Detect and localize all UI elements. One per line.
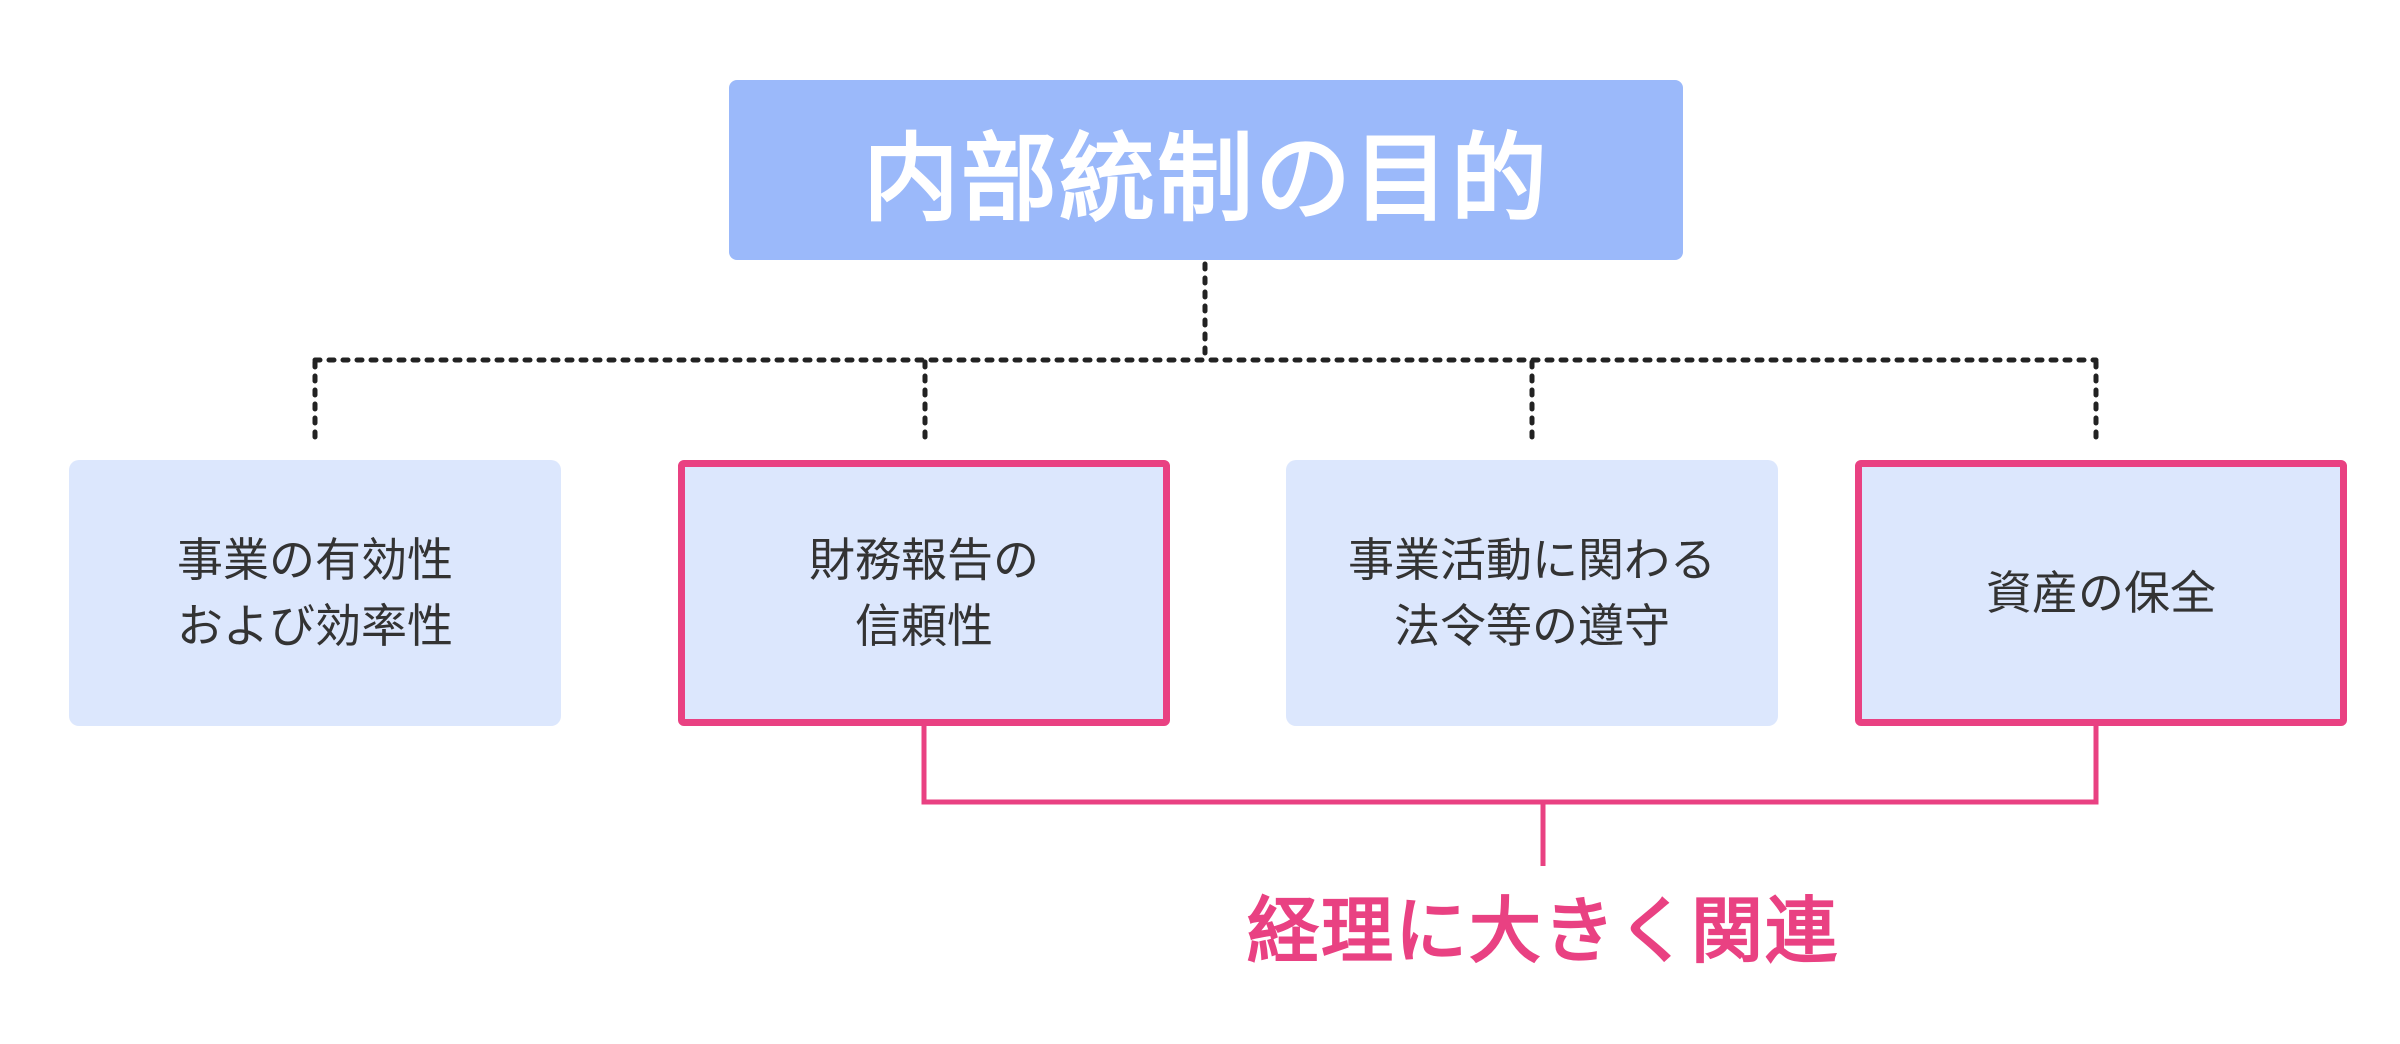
root-title-box: 内部統制の目的 <box>729 80 1683 260</box>
objective-box-efficiency: 事業の有効性 および効率性 <box>69 460 561 726</box>
root-title: 内部統制の目的 <box>863 122 1549 235</box>
objective-label: 事業の有効性 および効率性 <box>177 533 453 653</box>
accounting-relation-note: 経理に大きく関連 <box>1247 872 1947 977</box>
objective-box-asset-protection: 資産の保全 <box>1855 460 2347 726</box>
objective-box-compliance: 事業活動に関わる 法令等の遵守 <box>1286 460 1778 726</box>
objective-label: 財務報告の 信頼性 <box>809 533 1039 653</box>
highlight-bracket <box>921 726 2099 805</box>
objective-label: 事業活動に関わる 法令等の遵守 <box>1348 533 1716 653</box>
objective-box-financial-reporting: 財務報告の 信頼性 <box>678 460 1170 726</box>
note-text: 経理に大きく関連 <box>1247 889 1840 973</box>
objective-label: 資産の保全 <box>1986 566 2216 620</box>
